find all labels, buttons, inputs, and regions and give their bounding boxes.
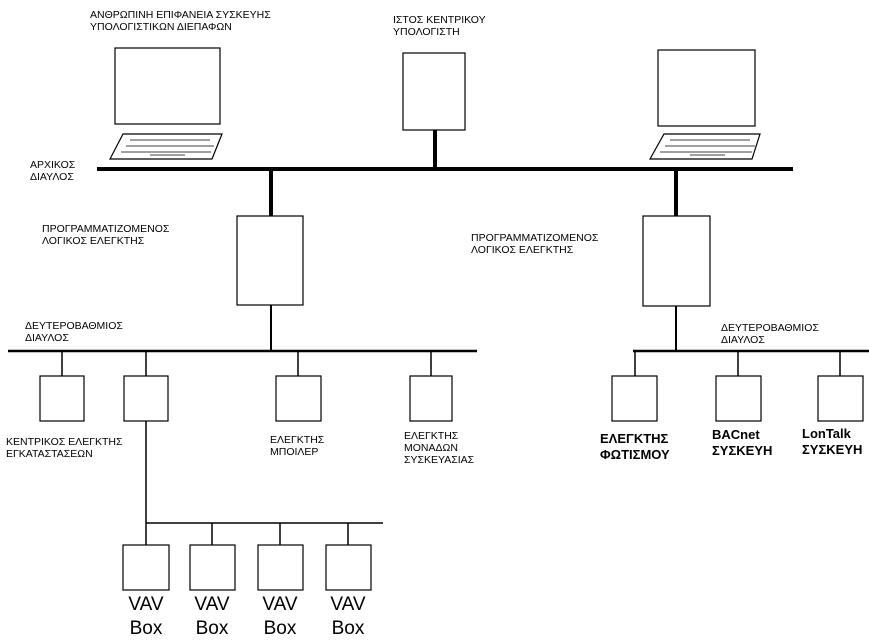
bacnet-device-box xyxy=(715,375,762,422)
plc-left-box xyxy=(236,215,304,306)
lontalk-device-box xyxy=(817,375,864,422)
primary-bus-label: ΑΡΧΙΚΟΣ ΔΙΑΥΛΟΣ xyxy=(30,159,76,183)
plc-left-label: ΠΡΟΓΡΑΜΜΑΤΙΖΟΜΕΝΟΣ ΛΟΓΙΚΟΣ ΕΛΕΓΚΤΗΣ xyxy=(42,223,170,247)
host-computer xyxy=(402,52,466,131)
vav-box-label-3: VAV Box xyxy=(262,594,298,639)
central-controller-label: ΚΕΝΤΡΙΚΟΣ ΕΛΕΓΚΤΗΣ ΕΓΚΑΤΑΣΤΑΣΕΩΝ xyxy=(6,436,123,460)
packaging-controller-box xyxy=(409,375,453,422)
controller-box xyxy=(123,375,169,422)
plc-right-label: ΠΡΟΓΡΑΜΜΑΤΙΖΟΜΕΝΟΣ ΛΟΓΙΚΟΣ ΕΛΕΓΚΤΗΣ xyxy=(471,232,599,256)
lontalk-device-label: LonTalk ΣΥΣΚΕΥΗ xyxy=(802,426,863,457)
boiler-controller-label: ΕΛΕΓΚΤΗΣ ΜΠΟΙΛΕΡ xyxy=(270,434,325,458)
plc-right-box xyxy=(642,215,711,307)
secondary-bus-left-label: ΔΕΥΤΕΡΟΒΑΘΜΙΟΣ ΔΙΑΥΛΟΣ xyxy=(25,320,123,344)
boiler-controller-box xyxy=(275,375,322,422)
hmi-monitor xyxy=(114,47,221,125)
lighting-controller-box xyxy=(611,375,658,422)
bacnet-device-label: BACnet ΣΥΣΚΕΥΗ xyxy=(712,427,773,458)
vav-box-2 xyxy=(189,544,236,591)
vav-box-4 xyxy=(325,544,372,591)
central-controller-box xyxy=(39,375,85,422)
packaging-controller-label: ΕΛΕΓΚΤΗΣ ΜΟΝΑΔΩΝ ΣΥΣΚΕΥΑΣΙΑΣ xyxy=(404,430,475,466)
lighting-controller-label: ΕΛΕΓΚΤΗΣ ΦΩΤΙΣΜΟΥ xyxy=(600,431,670,462)
vav-box-label-2: VAV Box xyxy=(194,594,230,639)
host-label: ΙΣΤΟΣ ΚΕΝΤΡΙΚΟΥ ΥΠΟΛΟΓΙΣΤΗ xyxy=(393,14,486,38)
secondary-bus-right-label: ΔΕΥΤΕΡΟΒΑΘΜΙΟΣ ΔΙΑΥΛΟΣ xyxy=(721,322,819,346)
vav-box-3 xyxy=(257,544,304,591)
vav-box-label-4: VAV Box xyxy=(330,594,366,639)
vav-box-label-1: VAV Box xyxy=(128,594,164,639)
vav-box-1 xyxy=(122,544,170,591)
workstation-monitor xyxy=(657,49,756,127)
hmi-label: ΑΝΘΡΩΠΙΝΗ ΕΠΙΦΑΝΕΙΑ ΣΥΣΚΕΥΗΣ ΥΠΟΛΟΓΙΣΤΙΚ… xyxy=(90,9,271,33)
